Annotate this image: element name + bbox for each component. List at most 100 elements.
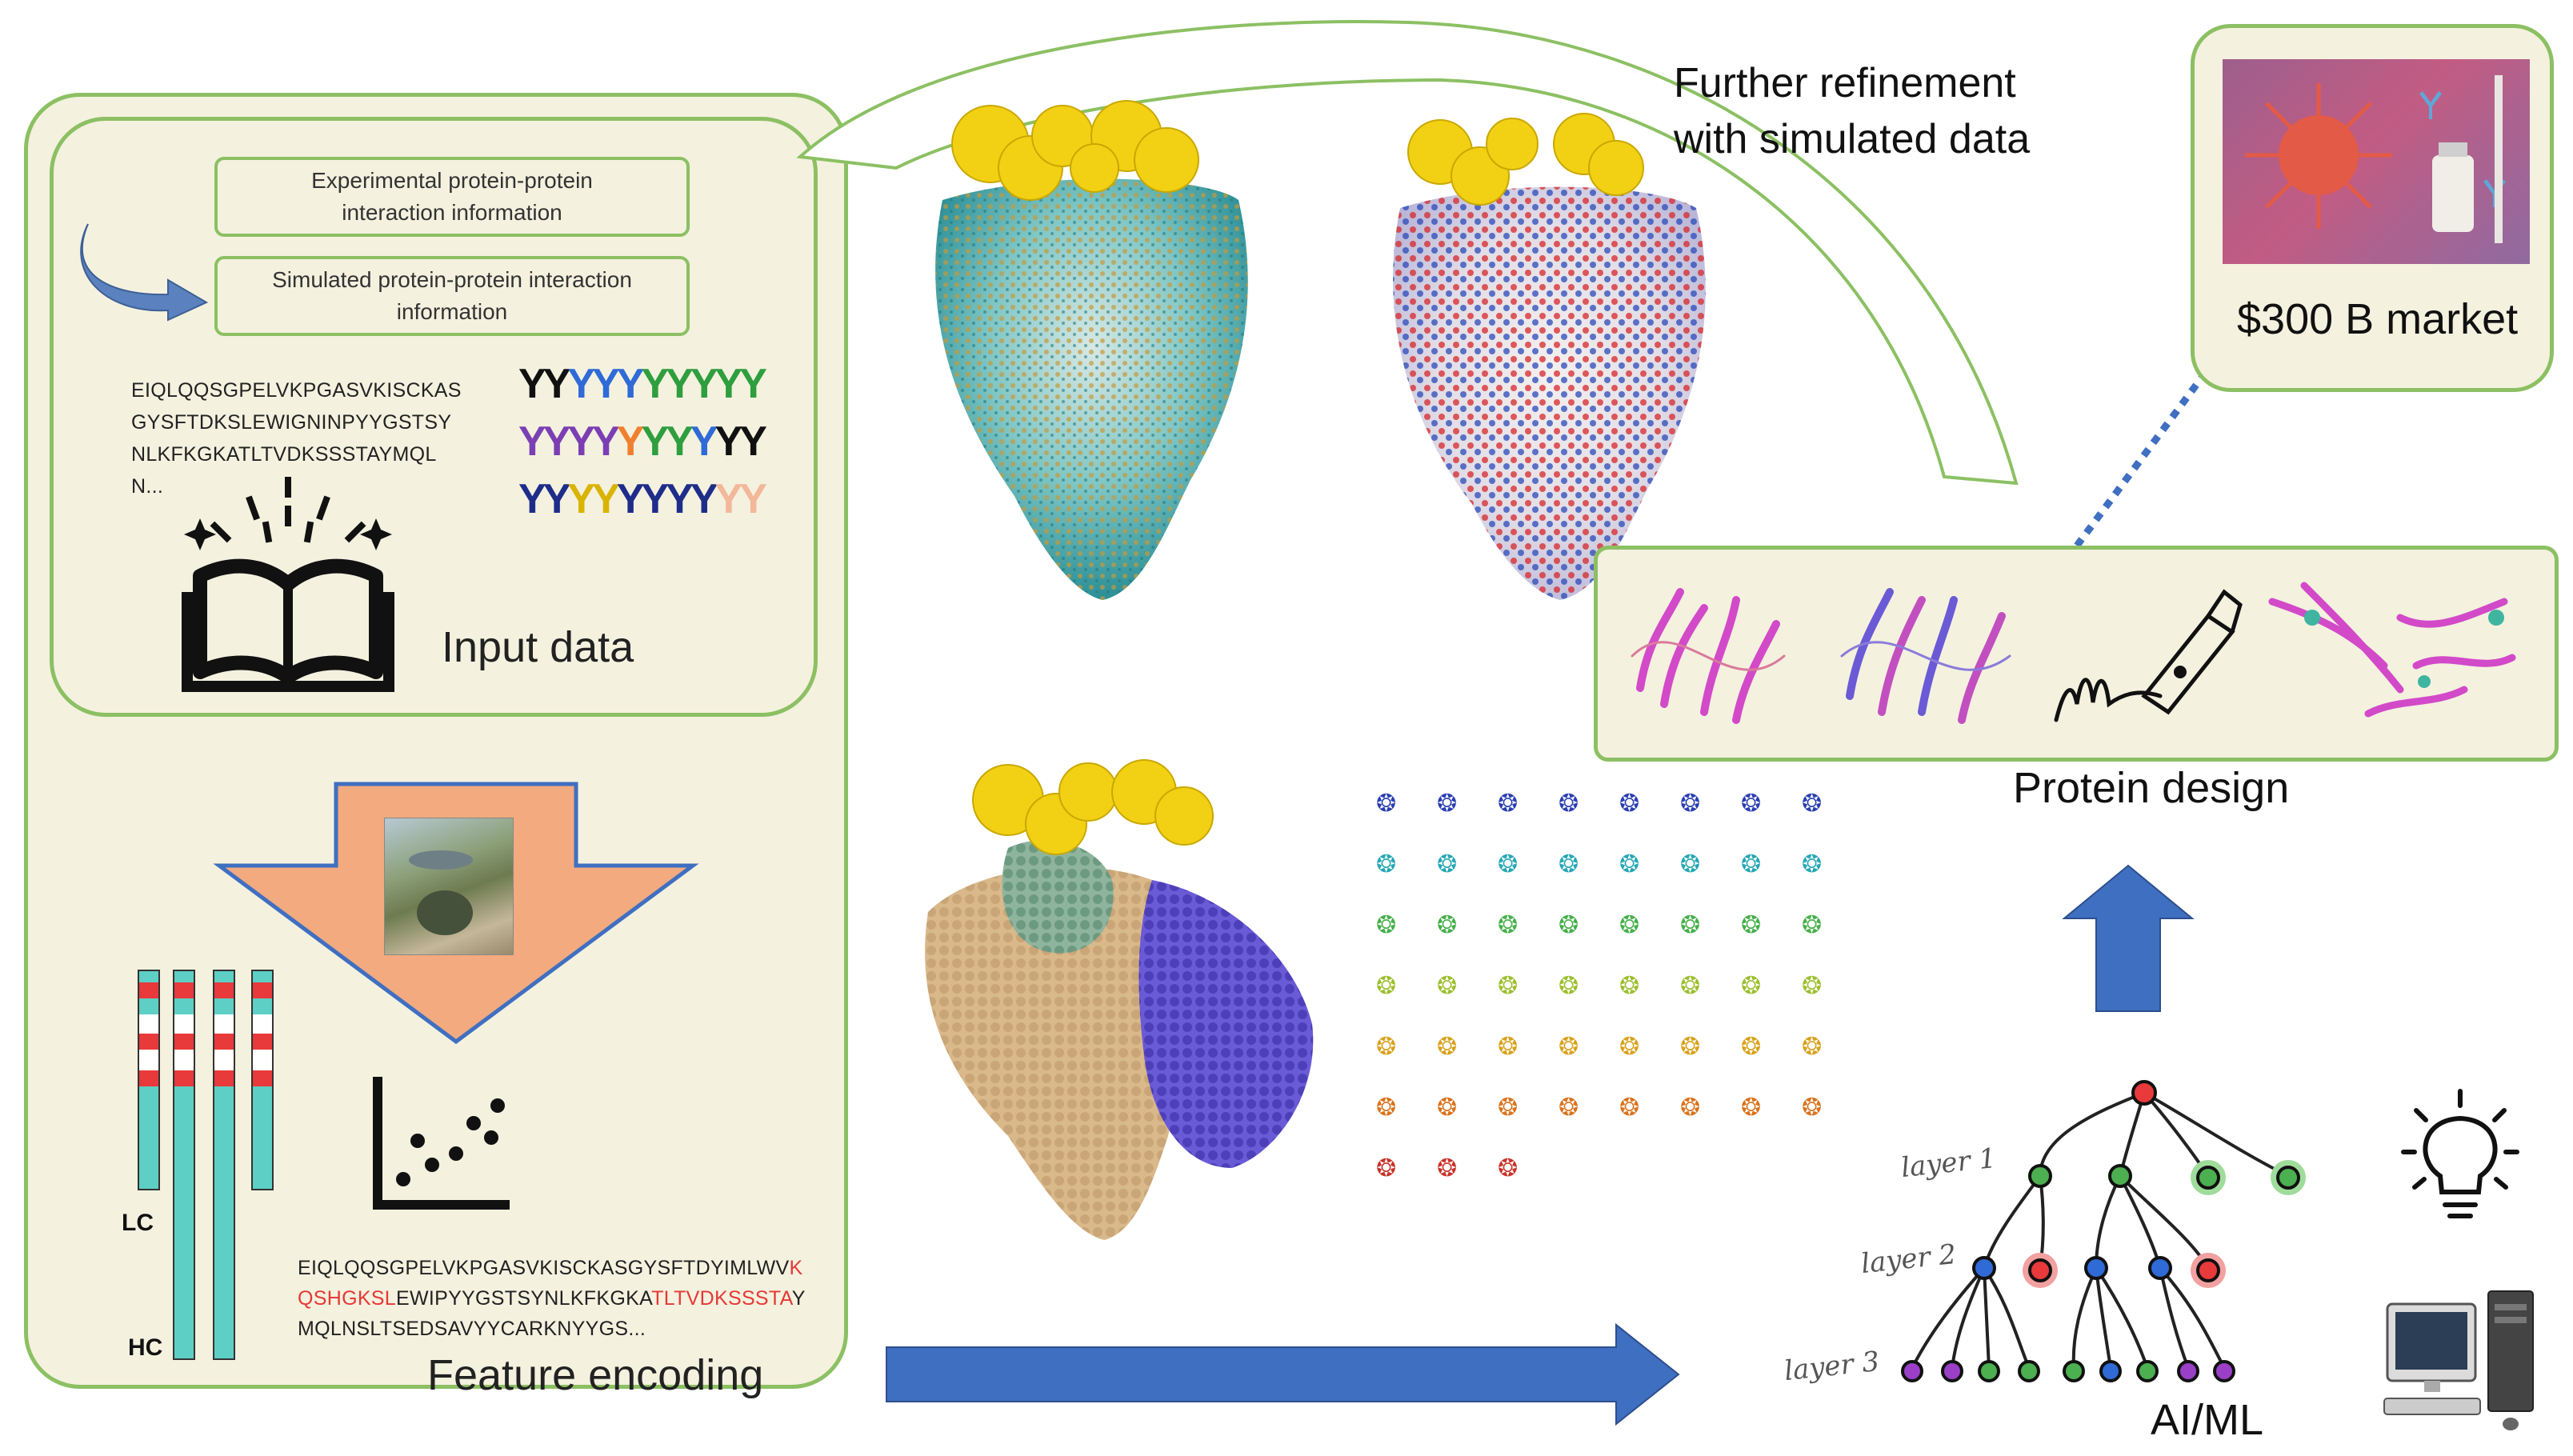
vaccine-market-image — [2223, 59, 2530, 264]
y-glyph: Y — [666, 418, 694, 465]
ensemble-structure-icon: ❂ — [1376, 1154, 1397, 1182]
ensemble-structure-icon: ❂ — [1498, 850, 1519, 878]
ensemble-structure-icon: ❂ — [1741, 850, 1762, 878]
ensemble-structure-icon: ❂ — [1437, 790, 1458, 818]
yy-row-2: YYYYYYYYYY — [518, 418, 767, 466]
ensemble-structure-icon: ❂ — [1741, 1033, 1762, 1061]
encoded-sequence: EIQLQQSGPELVKPGASVKISCKASGYSFTDYIMLWVK Q… — [298, 1253, 806, 1344]
ensemble-structure-icon: ❂ — [1802, 972, 1823, 1000]
pen-signature-icon — [2054, 589, 2243, 722]
ensemble-structure-icon: ❂ — [1802, 790, 1823, 818]
ensemble-structure-icon: ❂ — [1802, 850, 1823, 878]
simulated-info-box: Simulated protein-protein interaction in… — [214, 256, 690, 336]
ensemble-structure-icon: ❂ — [1559, 911, 1579, 939]
y-glyph: Y — [714, 476, 743, 522]
ensemble-structure-icon: ❂ — [1741, 1094, 1762, 1122]
y-glyph: Y — [666, 361, 694, 407]
chain-bar — [138, 970, 160, 1190]
encoded-seq-highlight: QSHGKSL — [298, 1287, 396, 1310]
antibody-complex-image — [2268, 582, 2516, 718]
y-glyph: Y — [739, 418, 767, 465]
encoded-seq-highlight: K — [789, 1257, 803, 1279]
ensemble-structure-icon: ❂ — [1680, 972, 1701, 1000]
chain-bar — [173, 970, 195, 1360]
encoded-seq-highlight: TLTVDKSSSTA — [651, 1287, 792, 1310]
ensemble-structure-icon: ❂ — [1559, 972, 1579, 1000]
y-glyph: Y — [616, 418, 645, 465]
experimental-info-box: Experimental protein-protein interaction… — [214, 157, 690, 237]
experimental-info-text: Experimental protein-protein interaction… — [311, 168, 593, 225]
ensemble-structure-icon: ❂ — [1437, 1094, 1458, 1122]
lc-label: LC — [122, 1210, 154, 1236]
open-book-icon — [182, 477, 394, 692]
ensemble-structure-icon: ❂ — [1680, 790, 1701, 818]
yy-row-3: YYYYYYYYYY — [518, 475, 767, 523]
y-glyph: Y — [641, 476, 669, 522]
yy-row-1: YYYYYYYYYY — [518, 360, 767, 408]
antibody-structure-1-image — [1631, 588, 1786, 724]
spike-protein-spheres-image — [925, 759, 1314, 1240]
structure-ensemble-grid: ❂ ❂ ❂ ❂ ❂ ❂ ❂ ❂ ❂ ❂ ❂ ❂ ❂ ❂ ❂ ❂ ❂ ❂ ❂ ❂ ❂ ❂ ❂ ❂ ❂ ❂ ❂ ❂ ❂ ❂ ❂ ❂ ❂ ❂ ❂ ❂ ❂ ❂ ❂ ❂… — [1376, 792, 1856, 1208]
ensemble-structure-icon: ❂ — [1437, 850, 1458, 878]
ensemble-structure-icon: ❂ — [1741, 790, 1762, 818]
y-glyph: Y — [616, 476, 645, 522]
refinement-label-1: Further refinement — [1674, 60, 2016, 106]
ensemble-structure-icon: ❂ — [1619, 1033, 1640, 1061]
y-glyph: Y — [641, 418, 669, 465]
ensemble-structure-icon: ❂ — [1559, 1094, 1579, 1122]
ensemble-structure-icon: ❂ — [1437, 1154, 1458, 1182]
y-glyph: Y — [567, 476, 595, 522]
ensemble-structure-icon: ❂ — [1619, 1094, 1640, 1122]
ensemble-structure-icon: ❂ — [1376, 790, 1397, 818]
antibody-structure-2-image — [1840, 588, 2011, 724]
feedback-curved-arrow-icon — [80, 223, 209, 322]
ensemble-structure-icon: ❂ — [1437, 1033, 1458, 1061]
ensemble-structure-icon: ❂ — [1376, 1033, 1397, 1061]
ensemble-structure-icon: ❂ — [1498, 790, 1519, 818]
y-glyph: Y — [714, 361, 743, 407]
ensemble-structure-icon: ❂ — [1619, 850, 1640, 878]
ensemble-structure-icon: ❂ — [1498, 1154, 1519, 1182]
ensemble-structure-icon: ❂ — [1680, 911, 1701, 939]
y-glyph: Y — [739, 361, 767, 407]
ensemble-structure-icon: ❂ — [1559, 1033, 1579, 1061]
ensemble-structure-icon: ❂ — [1376, 1094, 1397, 1122]
ensemble-structure-icon: ❂ — [1437, 911, 1458, 939]
ensemble-structure-icon: ❂ — [1498, 911, 1519, 939]
ensemble-structure-icon: ❂ — [1741, 972, 1762, 1000]
ensemble-structure-icon: ❂ — [1680, 1094, 1701, 1122]
y-glyph: Y — [567, 418, 595, 465]
y-glyph: Y — [592, 476, 620, 522]
feature-encoding-label: Feature encoding — [427, 1351, 764, 1399]
input-data-label: Input data — [442, 623, 634, 671]
y-glyph: Y — [542, 476, 571, 522]
ensemble-structure-icon: ❂ — [1498, 1033, 1519, 1061]
ensemble-structure-icon: ❂ — [1741, 911, 1762, 939]
ensemble-structure-icon: ❂ — [1619, 972, 1640, 1000]
simulated-info-text: Simulated protein-protein interaction in… — [272, 267, 632, 324]
ai-ml-label: AI/ML — [2151, 1396, 2264, 1444]
ensemble-structure-icon: ❂ — [1802, 1033, 1823, 1061]
sequence-line: EIQLQQSGPELVKPGASVKISCKAS — [131, 379, 462, 402]
ensemble-structure-icon: ❂ — [1619, 790, 1640, 818]
lightbulb-icon — [2401, 1089, 2519, 1218]
y-glyph: Y — [567, 361, 595, 407]
encoded-seq-text: Y — [791, 1287, 806, 1310]
ensemble-structure-icon: ❂ — [1437, 972, 1458, 1000]
y-glyph: Y — [690, 418, 718, 465]
chain-bar — [213, 970, 235, 1360]
ensemble-structure-icon: ❂ — [1619, 911, 1640, 939]
encoded-seq-text: EIQLQQSGPELVKPGASVKISCKASGYSFTDYIMLWV — [298, 1257, 790, 1279]
spike-protein-hydrophobic-image — [935, 100, 1248, 600]
input-sequence: EIQLQQSGPELVKPGASVKISCKAS GYSFTDKSLEWIGN… — [131, 374, 462, 502]
ensemble-structure-icon: ❂ — [1498, 972, 1519, 1000]
y-glyph: Y — [714, 418, 743, 465]
protein-design-panel — [1594, 546, 2559, 762]
ensemble-structure-icon: ❂ — [1376, 911, 1397, 939]
y-glyph: Y — [690, 476, 718, 522]
spike-protein-electrostatic-image — [1393, 113, 1706, 600]
market-label: $300 B market — [2237, 295, 2519, 343]
y-glyph: Y — [518, 418, 546, 465]
y-glyph: Y — [592, 418, 620, 465]
